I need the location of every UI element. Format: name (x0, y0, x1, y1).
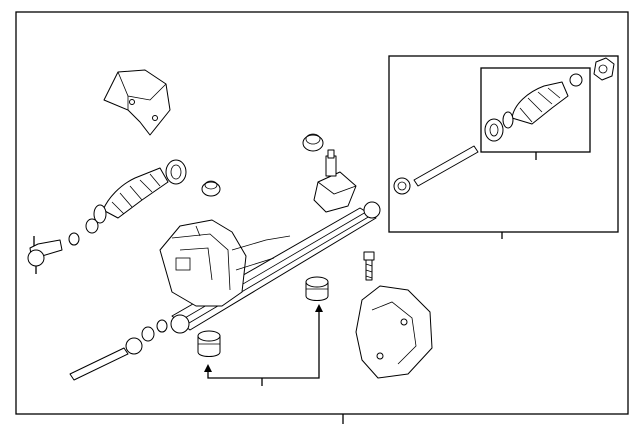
mount-bushing-top[interactable] (302, 133, 324, 152)
inner-tie-rod-left[interactable] (69, 319, 168, 381)
outer-tie-rod-end[interactable] (27, 236, 63, 274)
bushing-left-upper[interactable] (201, 180, 221, 197)
inner-tie-rod-right[interactable] (393, 145, 479, 195)
pinion-shaft[interactable] (313, 149, 357, 213)
tie-rod-kit-box (388, 55, 619, 239)
heat-shield-upper[interactable] (103, 69, 171, 136)
electric-power-unit[interactable] (159, 219, 291, 307)
clamp-ring-left[interactable] (165, 159, 187, 185)
bellows-boot-left[interactable] (93, 167, 169, 224)
bushing-callout (204, 304, 323, 386)
mounting-bolt[interactable] (363, 251, 375, 281)
mount-bushing-center[interactable] (305, 276, 329, 301)
heat-shield-lower[interactable] (355, 285, 433, 379)
outer-frame (15, 11, 629, 424)
hex-nut[interactable] (593, 57, 615, 81)
clamp-small-right[interactable] (569, 73, 583, 87)
clamp-ring-right[interactable] (484, 118, 504, 142)
mount-bushing-lower[interactable] (197, 330, 221, 357)
boot-kit-box (480, 67, 591, 160)
clamp-small-left[interactable] (68, 218, 99, 246)
bellows-boot-right[interactable] (502, 81, 569, 129)
